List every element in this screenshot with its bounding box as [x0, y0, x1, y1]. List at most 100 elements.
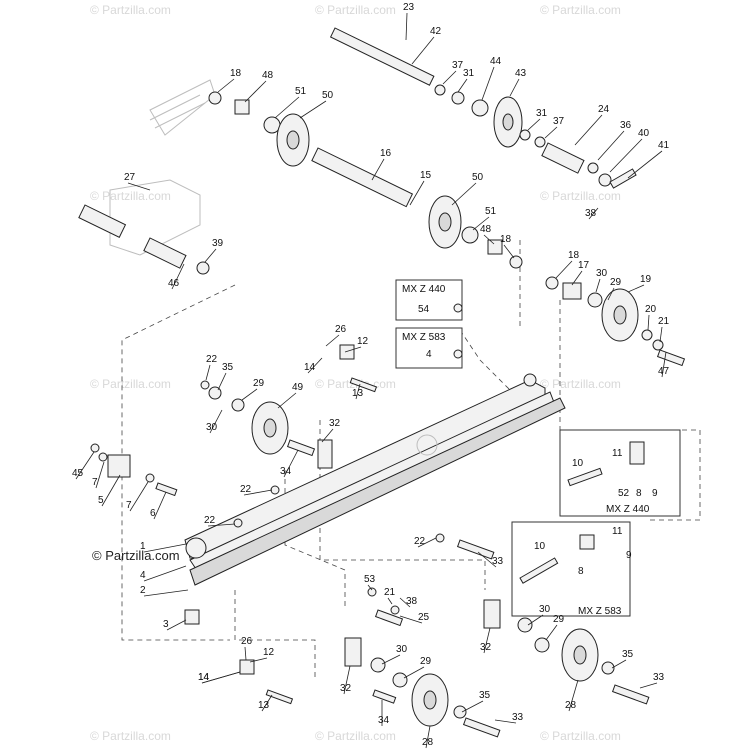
callout-number: 24	[598, 104, 610, 115]
callout-number: 33	[512, 712, 524, 723]
nut-54	[453, 303, 463, 313]
nut-22	[200, 380, 210, 390]
bracket-8	[629, 441, 645, 465]
bracket-8	[579, 534, 595, 550]
callout-leader-line	[611, 659, 627, 669]
callout-leader-line	[425, 725, 431, 749]
callout-leader-line	[299, 100, 327, 119]
screw-3	[184, 609, 200, 625]
callout-number: 9	[652, 488, 658, 499]
variant-box-frame	[395, 327, 463, 369]
idler-wheel-hub	[286, 130, 300, 150]
block-12	[339, 344, 355, 360]
callout-leader-line	[571, 270, 583, 286]
variant-box-3: MX Z 440 10 11 52 8 9	[559, 429, 681, 517]
callout-leader-line	[243, 489, 273, 496]
callout-number: 48	[480, 224, 492, 235]
callout-number: 26	[335, 324, 347, 335]
callout-leader-line	[627, 150, 663, 179]
wheel-hub	[573, 645, 587, 665]
stopper-5	[107, 454, 131, 478]
callout-leader-line	[244, 80, 267, 103]
washer-35	[208, 386, 222, 400]
callout-number: 40	[638, 128, 650, 139]
callout-number: 37	[452, 60, 464, 71]
watermark-text: © Partzilla.com	[90, 377, 171, 391]
ring-30	[587, 292, 603, 308]
washer-7	[98, 452, 108, 462]
callout-number: 11	[612, 526, 623, 537]
callout-leader-line	[472, 216, 490, 231]
callout-number: 6	[150, 508, 156, 519]
callout-leader-line	[344, 346, 362, 353]
callout-number: 47	[658, 366, 670, 377]
variant-box-title: MX Z 583	[402, 332, 446, 343]
washer-18	[545, 276, 559, 290]
callout-number: 29	[253, 378, 265, 389]
callout-number: 43	[515, 68, 527, 79]
callout-leader-line	[399, 615, 423, 624]
bracket-32	[483, 599, 501, 629]
callout-number: 2	[140, 585, 146, 596]
callout-number: 45	[72, 468, 84, 479]
callout-leader-line	[399, 597, 411, 608]
callout-leader-line	[127, 182, 151, 191]
callout-number: 16	[380, 148, 392, 159]
slide-rail	[184, 373, 566, 586]
callout-number: 51	[485, 206, 497, 217]
callout-leader-line	[661, 351, 667, 378]
callout-number: 29	[610, 277, 622, 288]
callout-number: 35	[222, 362, 234, 373]
callout-leader-line	[307, 357, 323, 374]
bolt-33	[456, 539, 495, 560]
callout-leader-line	[207, 523, 236, 527]
callout-leader-line	[527, 118, 541, 131]
callout-leader-line	[545, 624, 558, 641]
callout-leader-line	[209, 409, 223, 434]
bolt-33	[611, 684, 650, 705]
callout-number: 39	[212, 238, 224, 249]
callout-number: 14	[198, 672, 210, 683]
callout-number: 1	[140, 541, 146, 552]
callout-number: 30	[206, 422, 218, 433]
callout-number: 13	[352, 388, 364, 399]
callout-number: 18	[568, 250, 580, 261]
callout-number: 34	[280, 466, 292, 477]
callout-number: 27	[124, 172, 136, 183]
callout-leader-line	[503, 244, 515, 259]
callout-number: 10	[572, 458, 584, 469]
callout-leader-line	[171, 263, 185, 290]
washer-39	[196, 261, 210, 275]
callout-number: 15	[420, 170, 432, 181]
callout-leader-line	[101, 474, 121, 507]
watermark-text: © Partzilla.com	[540, 377, 621, 391]
bolt-47	[656, 349, 686, 367]
callout-leader-line	[494, 719, 517, 724]
callout-leader-line	[403, 666, 425, 679]
callout-number: 48	[262, 70, 274, 81]
ring-31	[451, 91, 465, 105]
callout-number: 4	[426, 349, 432, 360]
callout-number: 42	[430, 26, 442, 37]
callout-leader-line	[277, 392, 297, 409]
variant-box-2: MX Z 583 4	[395, 327, 463, 369]
callout-number: 22	[206, 354, 218, 365]
callout-number: 7	[126, 500, 132, 511]
callout-number: 30	[396, 644, 408, 655]
callout-leader-line	[639, 682, 658, 689]
variant-box-frame	[511, 521, 631, 617]
callout-number: 8	[578, 566, 584, 577]
bearing-51	[461, 226, 479, 244]
callout-leader-line	[283, 449, 299, 478]
washer-37	[434, 84, 446, 96]
callout-leader-line	[387, 597, 393, 605]
callout-leader-line	[417, 537, 437, 548]
bolt-10	[567, 467, 603, 487]
variant-box-frame	[395, 279, 463, 321]
callout-leader-line	[483, 234, 495, 245]
bolt-6	[155, 482, 178, 497]
rail-rear-end	[523, 373, 537, 387]
callout-number: 41	[658, 140, 670, 151]
lower-wheel-assembly	[239, 587, 650, 738]
callout-leader-line	[451, 182, 477, 206]
